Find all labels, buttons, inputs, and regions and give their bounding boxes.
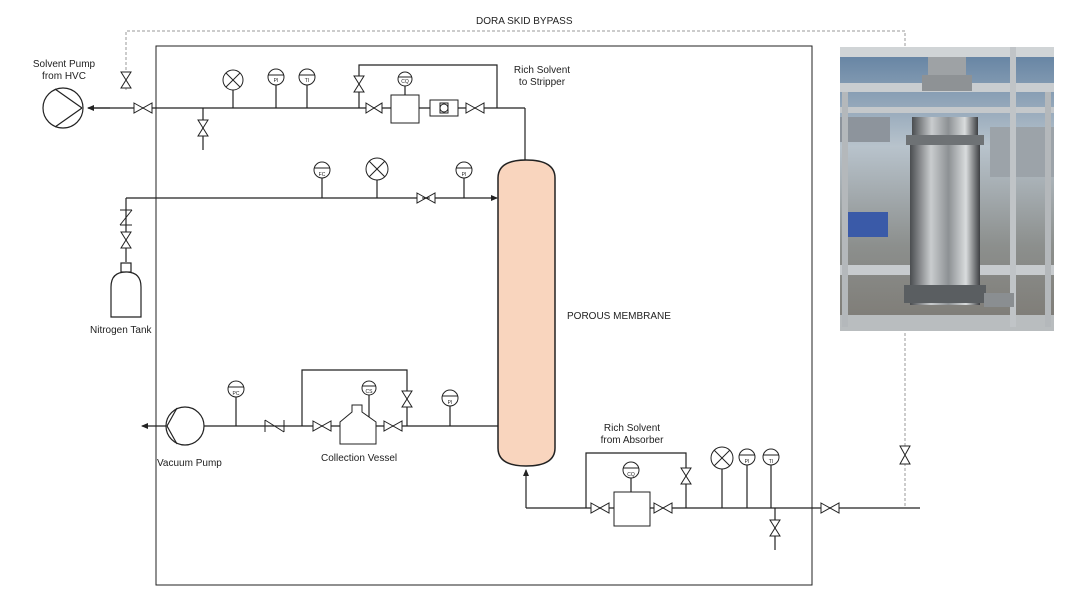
analyzer-bottom xyxy=(613,491,651,527)
svg-text:CS: CS xyxy=(366,389,374,395)
pc-gauge-vacuum: PC xyxy=(227,380,245,398)
pi-gauge-nitrogen: PI xyxy=(455,161,473,179)
valve-vac-left xyxy=(312,420,332,432)
cq-gauge-top: CQ xyxy=(397,71,413,87)
pi-gauge-bottom: PI xyxy=(738,448,756,466)
svg-text:PI: PI xyxy=(274,78,279,84)
nitrogen-tank-label: Nitrogen Tank xyxy=(90,325,152,336)
svg-text:PI: PI xyxy=(448,400,453,406)
svg-text:CQ: CQ xyxy=(401,79,409,85)
valve-vac-right xyxy=(383,420,403,432)
solvent-pump-label-line1: Solvent Pump xyxy=(32,59,96,70)
vacuum-pump-icon xyxy=(165,406,205,446)
xgauge-icons xyxy=(222,69,734,470)
ti-gauge-bottom: TI xyxy=(762,448,780,466)
rich-stripper-label-line1: Rich Solvent xyxy=(513,65,571,76)
xgauge-top xyxy=(222,69,244,91)
svg-text:CQ: CQ xyxy=(627,472,635,478)
solvent-pump-icon xyxy=(42,87,84,129)
svg-text:PI: PI xyxy=(745,459,750,465)
collection-vessel-label: Collection Vessel xyxy=(321,453,398,464)
valve-bottom-outlet xyxy=(820,502,840,514)
valve-top-cq-right xyxy=(465,102,485,114)
collection-vessel-icon xyxy=(339,404,377,445)
vacuum-check-valve-icon xyxy=(264,419,285,433)
pi-gauge-top: PI xyxy=(267,68,285,86)
valve-bypass-bottom xyxy=(899,445,911,465)
rich-absorber-label-line2: from Absorber xyxy=(600,435,664,446)
valve-bottom-right xyxy=(653,502,673,514)
ti-gauge-top: TI xyxy=(298,68,316,86)
valve-top-cq-left xyxy=(365,102,383,114)
nitrogen-tank-icon xyxy=(110,262,142,318)
valve-vac-loop xyxy=(401,390,413,408)
valve-top-drain xyxy=(197,119,209,137)
svg-text:PC: PC xyxy=(233,391,240,397)
valve-icons xyxy=(120,71,911,537)
valve-bottom-left xyxy=(590,502,610,514)
valve-top-loop xyxy=(353,75,365,93)
fc-gauge-nitrogen: FC xyxy=(313,161,331,179)
valve-bottom-loop xyxy=(680,467,692,485)
needle-valve-icon xyxy=(416,192,436,204)
analyzer-boxes xyxy=(390,94,651,527)
vacuum-pump-label: Vacuum Pump xyxy=(157,458,222,469)
rich-stripper-label-line2: to Stripper xyxy=(518,77,566,88)
svg-text:FC: FC xyxy=(319,172,326,178)
svg-text:PI: PI xyxy=(462,172,467,178)
solvent-pump-label-line2: from HVC xyxy=(42,71,86,82)
xgauge-bottom xyxy=(710,446,734,470)
porous-membrane-label: POROUS MEMBRANE xyxy=(567,311,671,322)
membrane-module-photo xyxy=(840,47,1054,331)
instrument-bubbles: PI TI CQ FC PI PC CS PI CQ PI TI xyxy=(227,68,780,479)
cq-gauge-bottom: CQ xyxy=(622,461,640,479)
skid-boundary xyxy=(155,45,813,586)
xgauge-nitrogen xyxy=(365,157,389,181)
flow-meter-icon xyxy=(429,99,459,117)
valve-top-inlet xyxy=(133,102,153,114)
pi-gauge-vacuum: PI xyxy=(441,389,459,407)
top-bypass-loop xyxy=(358,64,498,108)
check-valve-icon xyxy=(119,209,133,226)
valve-nitrogen xyxy=(120,231,132,249)
valve-bottom-drain xyxy=(769,519,781,537)
analyzer-top xyxy=(390,94,420,124)
rich-absorber-label-line1: Rich Solvent xyxy=(603,423,661,434)
valve-bypass-top xyxy=(120,71,132,89)
svg-text:TI: TI xyxy=(769,459,773,465)
cs-gauge-vessel: CS xyxy=(361,380,377,396)
porous-membrane-column xyxy=(497,159,556,467)
svg-text:TI: TI xyxy=(305,78,309,84)
bypass-label: DORA SKID BYPASS xyxy=(476,16,573,27)
